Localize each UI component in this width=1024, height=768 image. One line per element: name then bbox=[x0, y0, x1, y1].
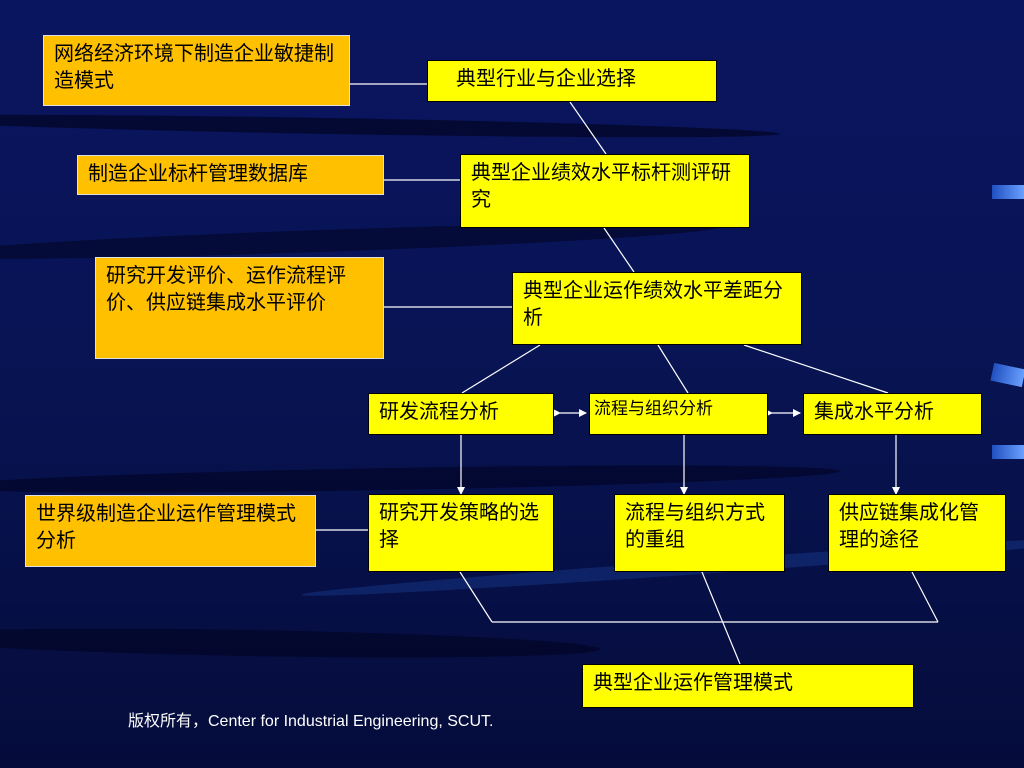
final-model-box: 典型企业运作管理模式 bbox=[582, 664, 914, 708]
connector-line bbox=[569, 101, 607, 155]
agile-manufacturing-box: 网络经济环境下制造企业敏捷制造模式 bbox=[43, 35, 350, 106]
right-edge-accent bbox=[992, 445, 1024, 459]
industry-selection-box: 典型行业与企业选择 bbox=[427, 60, 717, 102]
rd-strategy-box: 研究开发策略的选择 bbox=[368, 494, 554, 572]
process-organization-analysis-box: 流程与组织分析 bbox=[589, 393, 768, 435]
integration-analysis-box: 集成水平分析 bbox=[803, 393, 982, 435]
benchmark-database-box: 制造企业标杆管理数据库 bbox=[77, 155, 384, 195]
connector-line bbox=[743, 344, 889, 394]
gap-analysis-box: 典型企业运作绩效水平差距分析 bbox=[512, 272, 802, 345]
right-edge-accent bbox=[992, 185, 1024, 199]
world-class-analysis-box: 世界级制造企业运作管理模式分析 bbox=[25, 495, 316, 567]
connector-line bbox=[459, 571, 493, 623]
supply-chain-integration-box: 供应链集成化管理的途径 bbox=[828, 494, 1006, 572]
rd-process-analysis-box: 研发流程分析 bbox=[368, 393, 554, 435]
connector-line bbox=[701, 571, 741, 665]
connector-line bbox=[603, 227, 635, 273]
copyright-footer: 版权所有，Center for Industrial Engineering, … bbox=[128, 713, 494, 730]
process-reorganization-box: 流程与组织方式的重组 bbox=[614, 494, 785, 572]
benchmark-evaluation-box: 典型企业绩效水平标杆测评研究 bbox=[460, 154, 750, 228]
evaluation-box: 研究开发评价、运作流程评价、供应链集成水平评价 bbox=[95, 257, 384, 359]
connector-line bbox=[461, 344, 541, 394]
connector-line bbox=[911, 571, 939, 623]
connector-line bbox=[657, 344, 689, 394]
